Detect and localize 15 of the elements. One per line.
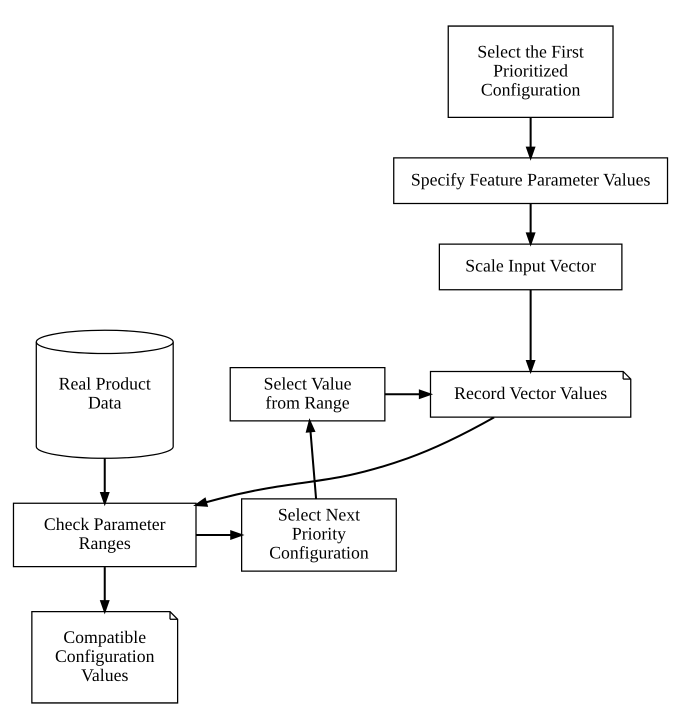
- node-box: Select the First Prioritized Configuration: [448, 24, 614, 118]
- node-box: Select Value from Range: [230, 366, 386, 422]
- arrow: [100, 458, 110, 506]
- arrow: [526, 203, 536, 246]
- node-box: Specify Feature Parameter Values: [393, 156, 668, 204]
- arrow: [100, 566, 110, 614]
- arrow: [385, 388, 434, 399]
- arrow: [526, 289, 536, 374]
- arrow: [306, 418, 318, 498]
- node-box: Check Parameter Ranges: [12, 502, 197, 567]
- arrow: [526, 117, 536, 160]
- arrow: [196, 530, 244, 540]
- node-box: Scale Input Vector: [438, 242, 623, 290]
- node-box: Select Next Priority Configuration: [241, 498, 397, 572]
- arrow: [193, 416, 495, 506]
